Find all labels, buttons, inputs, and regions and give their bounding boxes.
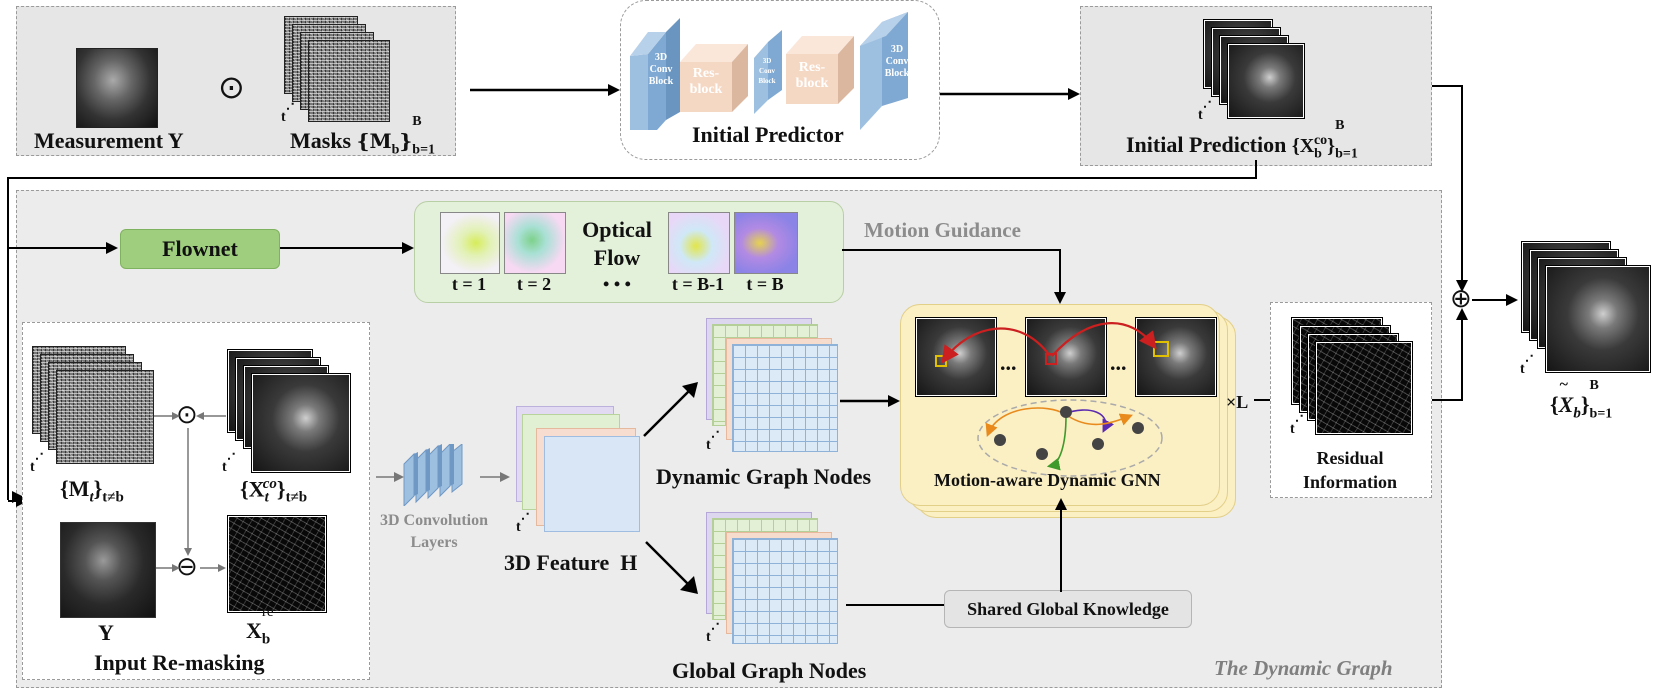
flow-frame-1 xyxy=(440,212,500,274)
conv-block-3-label: 3D Conv Block xyxy=(884,44,910,79)
remask-arrows xyxy=(154,412,226,572)
resblock-1-label: Res-block xyxy=(689,66,723,97)
flow-frame-label-3: t = B-1 xyxy=(671,274,725,294)
time-axis-icon: ⋰t xyxy=(706,430,720,453)
remask-xco-frame xyxy=(252,374,350,472)
arrow-to-global-nodes xyxy=(645,541,698,594)
remask-xre-image xyxy=(228,516,326,612)
flow-ellipsis: • • • xyxy=(603,274,631,294)
gnn-to-residual-line xyxy=(1254,399,1272,401)
dynamic-nodes-layer xyxy=(732,344,838,452)
gnn-ellipsis-1: ... xyxy=(1000,350,1017,375)
mask-frame xyxy=(308,40,390,122)
time-axis-icon: ⋰t xyxy=(1198,100,1212,123)
time-axis-icon: ⋰t xyxy=(30,452,44,475)
flow-frame-label-2: t = 2 xyxy=(516,274,552,294)
hadamard-operator: ⊙ xyxy=(218,68,245,106)
times-l-label: ×L xyxy=(1226,392,1249,412)
initial-predictor-blocks xyxy=(630,12,908,130)
remask-odot: ⊙ xyxy=(176,400,198,430)
arrow-motion-guidance xyxy=(842,249,1066,304)
flow-frame-2 xyxy=(504,212,566,274)
arrow-flownet-to-flow xyxy=(280,242,414,254)
gnn-frame-2 xyxy=(1026,318,1106,396)
conv-block-2-label: 3D Conv Block xyxy=(758,57,776,85)
arrow-nodes-to-gnn xyxy=(840,395,900,407)
flow-frame-4 xyxy=(734,212,798,274)
remask-masks-label: {Mt}t≠b xyxy=(60,476,124,506)
time-axis-icon: ⋰t xyxy=(1290,414,1304,437)
feature-layer xyxy=(544,436,640,532)
residual-frame xyxy=(1316,342,1412,434)
output-frame xyxy=(1546,266,1650,372)
dynamic-graph-title: The Dynamic Graph xyxy=(1214,656,1393,680)
motion-guidance-label: Motion Guidance xyxy=(864,218,1021,242)
shared-knowledge-box: Shared Global Knowledge xyxy=(944,590,1192,628)
arrow-to-dynamic-nodes xyxy=(643,382,698,437)
flow-frame-label-1: t = 1 xyxy=(451,274,487,294)
residual-label-2: Information xyxy=(1303,472,1397,492)
resblock-2-label: Res-block xyxy=(795,60,829,91)
time-axis-icon: ⋰t xyxy=(706,622,720,645)
input-remasking-title: Input Re-masking xyxy=(94,650,265,675)
conv-layers-label: 3D Convolution Layers xyxy=(379,512,489,551)
remask-mask-frame xyxy=(56,370,154,464)
feature-label: 3D Feature H xyxy=(504,550,638,575)
residual-label-1: Residual xyxy=(1316,448,1384,468)
time-axis-icon: ⋰t xyxy=(1520,354,1534,377)
sum-operator: ⊕ xyxy=(1450,284,1472,314)
gnn-ellipsis-2: ... xyxy=(1110,350,1127,375)
arrow-global-to-shared xyxy=(846,604,946,606)
measurement-label: Measurement Y xyxy=(34,128,184,153)
remask-xco-label: {Xtco}t≠b xyxy=(240,476,308,506)
measurement-image xyxy=(76,48,158,128)
dynamic-nodes-label: Dynamic Graph Nodes xyxy=(656,464,872,489)
global-nodes-label: Global Graph Nodes xyxy=(672,658,867,683)
output-arrows xyxy=(1432,85,1518,401)
time-axis-icon: ⋰t xyxy=(516,512,530,535)
arrow-to-predictor xyxy=(470,84,620,96)
global-nodes-layer xyxy=(732,538,838,644)
arrow-shared-to-gnn xyxy=(1055,498,1067,592)
arrow-to-feature xyxy=(480,472,510,482)
optical-flow-title: Optical Flow xyxy=(582,217,652,270)
arrow-to-prediction xyxy=(940,88,1080,100)
arrow-to-conv-layers xyxy=(376,472,404,482)
flow-frame-label-4: t = B xyxy=(746,274,784,294)
flow-frame-3 xyxy=(668,212,730,274)
gnn-label: Motion-aware Dynamic GNN xyxy=(934,470,1161,490)
conv-block-1-label: 3D Conv Block xyxy=(648,52,674,87)
conv-layers-icon xyxy=(403,444,463,506)
remask-ominus: ⊖ xyxy=(176,552,198,582)
prediction-frame xyxy=(1228,44,1304,118)
time-axis-icon: ⋰t xyxy=(281,102,295,125)
flownet-box: Flownet xyxy=(120,229,280,269)
initial-predictor-title: Initial Predictor xyxy=(692,122,844,147)
time-axis-icon: ⋰t xyxy=(222,452,236,475)
remask-y-image xyxy=(60,522,156,618)
remask-y-label: Y xyxy=(98,620,114,645)
gnn-graph xyxy=(935,322,1169,477)
